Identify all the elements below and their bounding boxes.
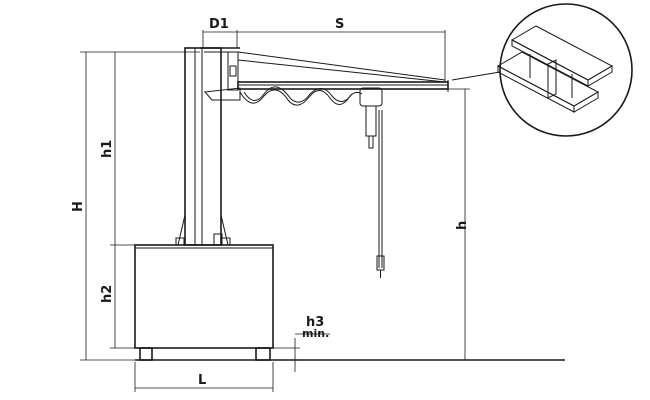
base-foot-right xyxy=(255,347,271,361)
label-h3: h3 xyxy=(306,315,324,330)
dimension-h-hook: h xyxy=(448,88,470,360)
chain-hoist xyxy=(359,87,385,278)
label-h: h xyxy=(455,221,470,230)
label-L: L xyxy=(198,373,206,388)
festoon-cable xyxy=(239,86,363,106)
counterweight-base xyxy=(134,244,274,361)
base-foot-left xyxy=(139,347,153,361)
dimension-h3: h3 min. xyxy=(270,315,330,372)
dimension-h2: h2 xyxy=(100,245,135,349)
dimension-s: S xyxy=(237,17,446,82)
label-s: S xyxy=(335,17,344,32)
pivot-head xyxy=(200,47,241,101)
dimension-l: L xyxy=(134,362,274,392)
column xyxy=(170,47,240,246)
dimension-d1: D1 xyxy=(202,17,238,48)
i-beam-detail-icon xyxy=(496,3,633,137)
label-H: H xyxy=(71,201,86,212)
dimension-h-total: H xyxy=(71,51,200,361)
label-h2: h2 xyxy=(100,285,115,303)
label-h1: h1 xyxy=(100,140,115,158)
jib-arm xyxy=(237,51,449,92)
label-d1: D1 xyxy=(209,17,229,32)
detail-leader xyxy=(451,71,501,81)
label-min: min. xyxy=(302,327,329,340)
dimension-h1: h1 xyxy=(100,52,135,246)
